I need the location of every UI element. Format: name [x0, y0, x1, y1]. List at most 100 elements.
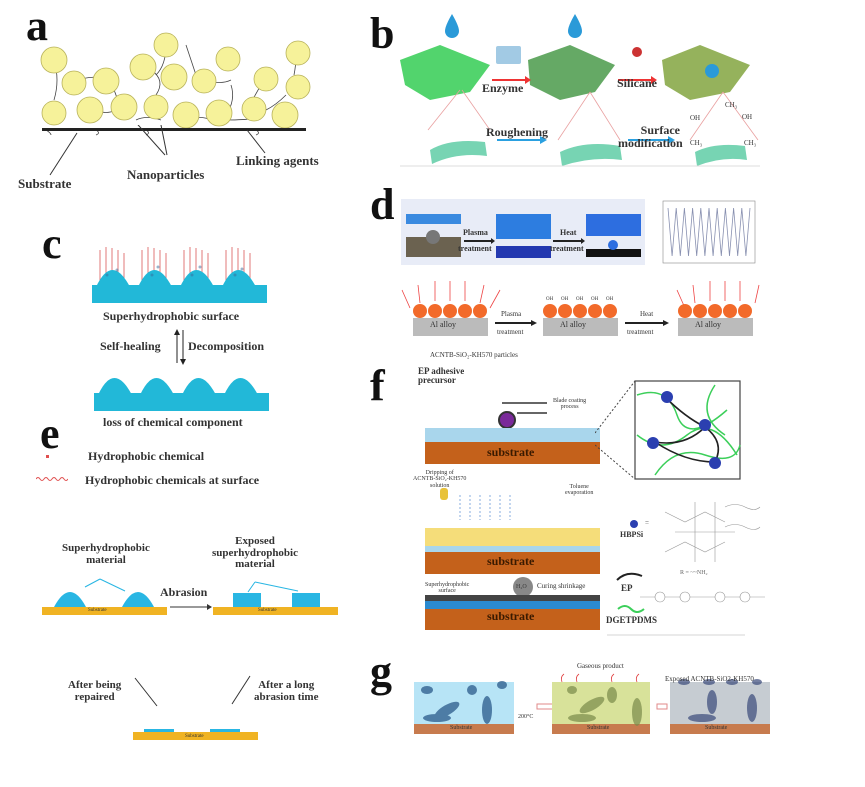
- polymer-network-zoom: [595, 380, 741, 480]
- dgetpdms-structure: [607, 634, 745, 636]
- heating-process-diagram: [414, 673, 770, 734]
- panel-label-b: b: [370, 9, 395, 58]
- modification-label: modification: [618, 135, 683, 150]
- exposed-line1: Exposed: [235, 535, 275, 547]
- oh-right: OH: [742, 113, 753, 121]
- toluene-label: Toluene evaporation: [565, 484, 593, 497]
- al-alloy-diagram: [401, 281, 760, 336]
- substrate-label-f1: substrate: [487, 445, 535, 459]
- substrate-label-e1: Substrate: [88, 608, 107, 613]
- panel-label-a: a: [26, 1, 48, 50]
- self-healing-label: Self-healing: [100, 339, 161, 353]
- hbpsi-eq: =: [645, 519, 649, 527]
- hbpsi-structure: [664, 502, 761, 562]
- ch3-top: CH₃: [725, 101, 738, 109]
- contact-angle-cycle-chart: [662, 200, 756, 264]
- substrate-label-e3: Substrate: [185, 734, 204, 739]
- oh-group-4: OH: [591, 297, 599, 302]
- abrasion-diagram: [42, 578, 338, 615]
- fabric-mesh-2: [528, 45, 615, 100]
- contact-angle-images: [406, 214, 641, 258]
- ep-line2: precursor: [418, 375, 456, 386]
- silicane-label: Silicane: [617, 76, 658, 90]
- ch3-right: CH₃: [744, 139, 757, 147]
- legend-chemicals-at-surface: Hydrophobic chemicals at surface: [85, 473, 260, 487]
- coating-process-diagram: [425, 402, 600, 630]
- exposed-line2: superhydrophobic: [212, 546, 298, 559]
- hbpsi-label: HBPSi: [620, 530, 644, 539]
- blade-coating-label: Blade coating process: [553, 398, 586, 411]
- sh-material-line1: Superhydrophobic: [62, 542, 150, 554]
- repair-cycle-arrows: [133, 675, 258, 740]
- oh-group-1: OH: [546, 297, 554, 302]
- dgetpdms-legend-icon: [617, 605, 645, 613]
- after-long-line2: abrasion time: [254, 690, 319, 703]
- r-definition: R = ~~NH₂: [680, 570, 708, 576]
- panel-label-f: f: [370, 361, 385, 410]
- sh-surface-line2: surface: [438, 588, 456, 595]
- substrate-label: Substrate: [18, 176, 72, 191]
- treatment-label-4: treatment: [627, 328, 654, 336]
- panel-label-g: g: [370, 647, 392, 696]
- substrate-label-g2: Substrate: [587, 725, 610, 731]
- linking-agents-label: Linking agents: [236, 153, 319, 168]
- enzyme-label: Enzyme: [482, 81, 524, 95]
- substrate-label-g1: Substrate: [450, 725, 473, 731]
- substrate-label-f3: substrate: [487, 609, 535, 623]
- after-long-label: After a long abrasion time: [254, 679, 319, 703]
- exposed-acntb-label: Exposed ACNTB-SiO2-KH570: [665, 675, 754, 683]
- dripping-label: Dripping of ACNTB-SiO₂-KH570 solution: [413, 470, 466, 489]
- oh-group-5: OH: [606, 297, 614, 302]
- decomposition-label: Decomposition: [188, 339, 264, 353]
- ep-label: EP: [621, 583, 633, 593]
- blade-roller: [498, 411, 516, 429]
- water-drop-icon: [568, 14, 582, 38]
- temperature-label: 200°C: [518, 714, 534, 720]
- plasma-label-2: Plasma: [501, 310, 522, 318]
- plasma-label-photo: Plasma: [463, 228, 488, 237]
- treatment-label-photo1: treatment: [458, 244, 492, 253]
- after-repaired-line1: After being: [68, 679, 122, 691]
- exposed-line3: material: [235, 558, 275, 571]
- treatment-label-photo2: treatment: [550, 244, 584, 253]
- treatment-label-3: treatment: [497, 328, 524, 336]
- hydrophobic-dot-icon: [46, 455, 49, 458]
- oh-group-3: OH: [576, 297, 584, 302]
- hbpsi-legend-icon: [630, 520, 638, 528]
- exposed-material-label: Exposed superhydrophobic material: [212, 535, 298, 571]
- ep-structure: [640, 591, 765, 603]
- sh-surface-line1: Superhydrophobic: [425, 582, 470, 588]
- oh-group-2: OH: [561, 297, 569, 302]
- dripping-line2: ACNTB-SiO₂-KH570: [413, 476, 467, 483]
- dgetpdms-label: DGETPDMS: [606, 615, 658, 625]
- substrate-label-e2: Substrate: [258, 608, 277, 613]
- heat-label-2: Heat: [640, 310, 654, 318]
- h2o-label: H₂O: [516, 584, 527, 590]
- particles-label: ACNTB-SiO₂-KH570 particles: [430, 351, 518, 359]
- fabric-mesh-1: [400, 45, 490, 100]
- al-alloy-label-2: Al alloy: [560, 320, 586, 329]
- sh-material-line2: material: [86, 553, 126, 566]
- ch3-left: CH₃: [690, 139, 703, 147]
- panel-label-d: d: [370, 180, 395, 229]
- superhydrophobic-surface-caption: Superhydrophobic surface: [103, 309, 240, 323]
- roughening-label: Roughening: [486, 125, 549, 139]
- sh-material-label: Superhydrophobic material: [62, 542, 150, 566]
- sh-surface-label: Superhydrophobic surface: [425, 582, 469, 595]
- panel-label-c: c: [42, 219, 62, 268]
- substrate-line: [42, 128, 306, 131]
- nanoparticles-label: Nanoparticles: [127, 167, 205, 182]
- after-repaired-label: After being repaired: [68, 679, 122, 703]
- ep-line1: EP adhesive: [418, 366, 465, 376]
- fabric-treatment-diagram: [400, 14, 760, 167]
- substrate-label-g3: Substrate: [705, 725, 728, 731]
- substrate-label-f2: substrate: [487, 554, 535, 568]
- hbpsi-nodes: [647, 391, 721, 469]
- toluene-line1: Toluene: [569, 484, 589, 490]
- chain-legend-icon: [36, 477, 68, 481]
- dripping-line3: solution: [430, 482, 450, 489]
- blade-line1: Blade coating: [553, 398, 587, 404]
- nanoparticle-diagram: [40, 32, 311, 136]
- after-repaired-line2: repaired: [74, 690, 115, 703]
- after-long-line1: After a long: [258, 679, 315, 691]
